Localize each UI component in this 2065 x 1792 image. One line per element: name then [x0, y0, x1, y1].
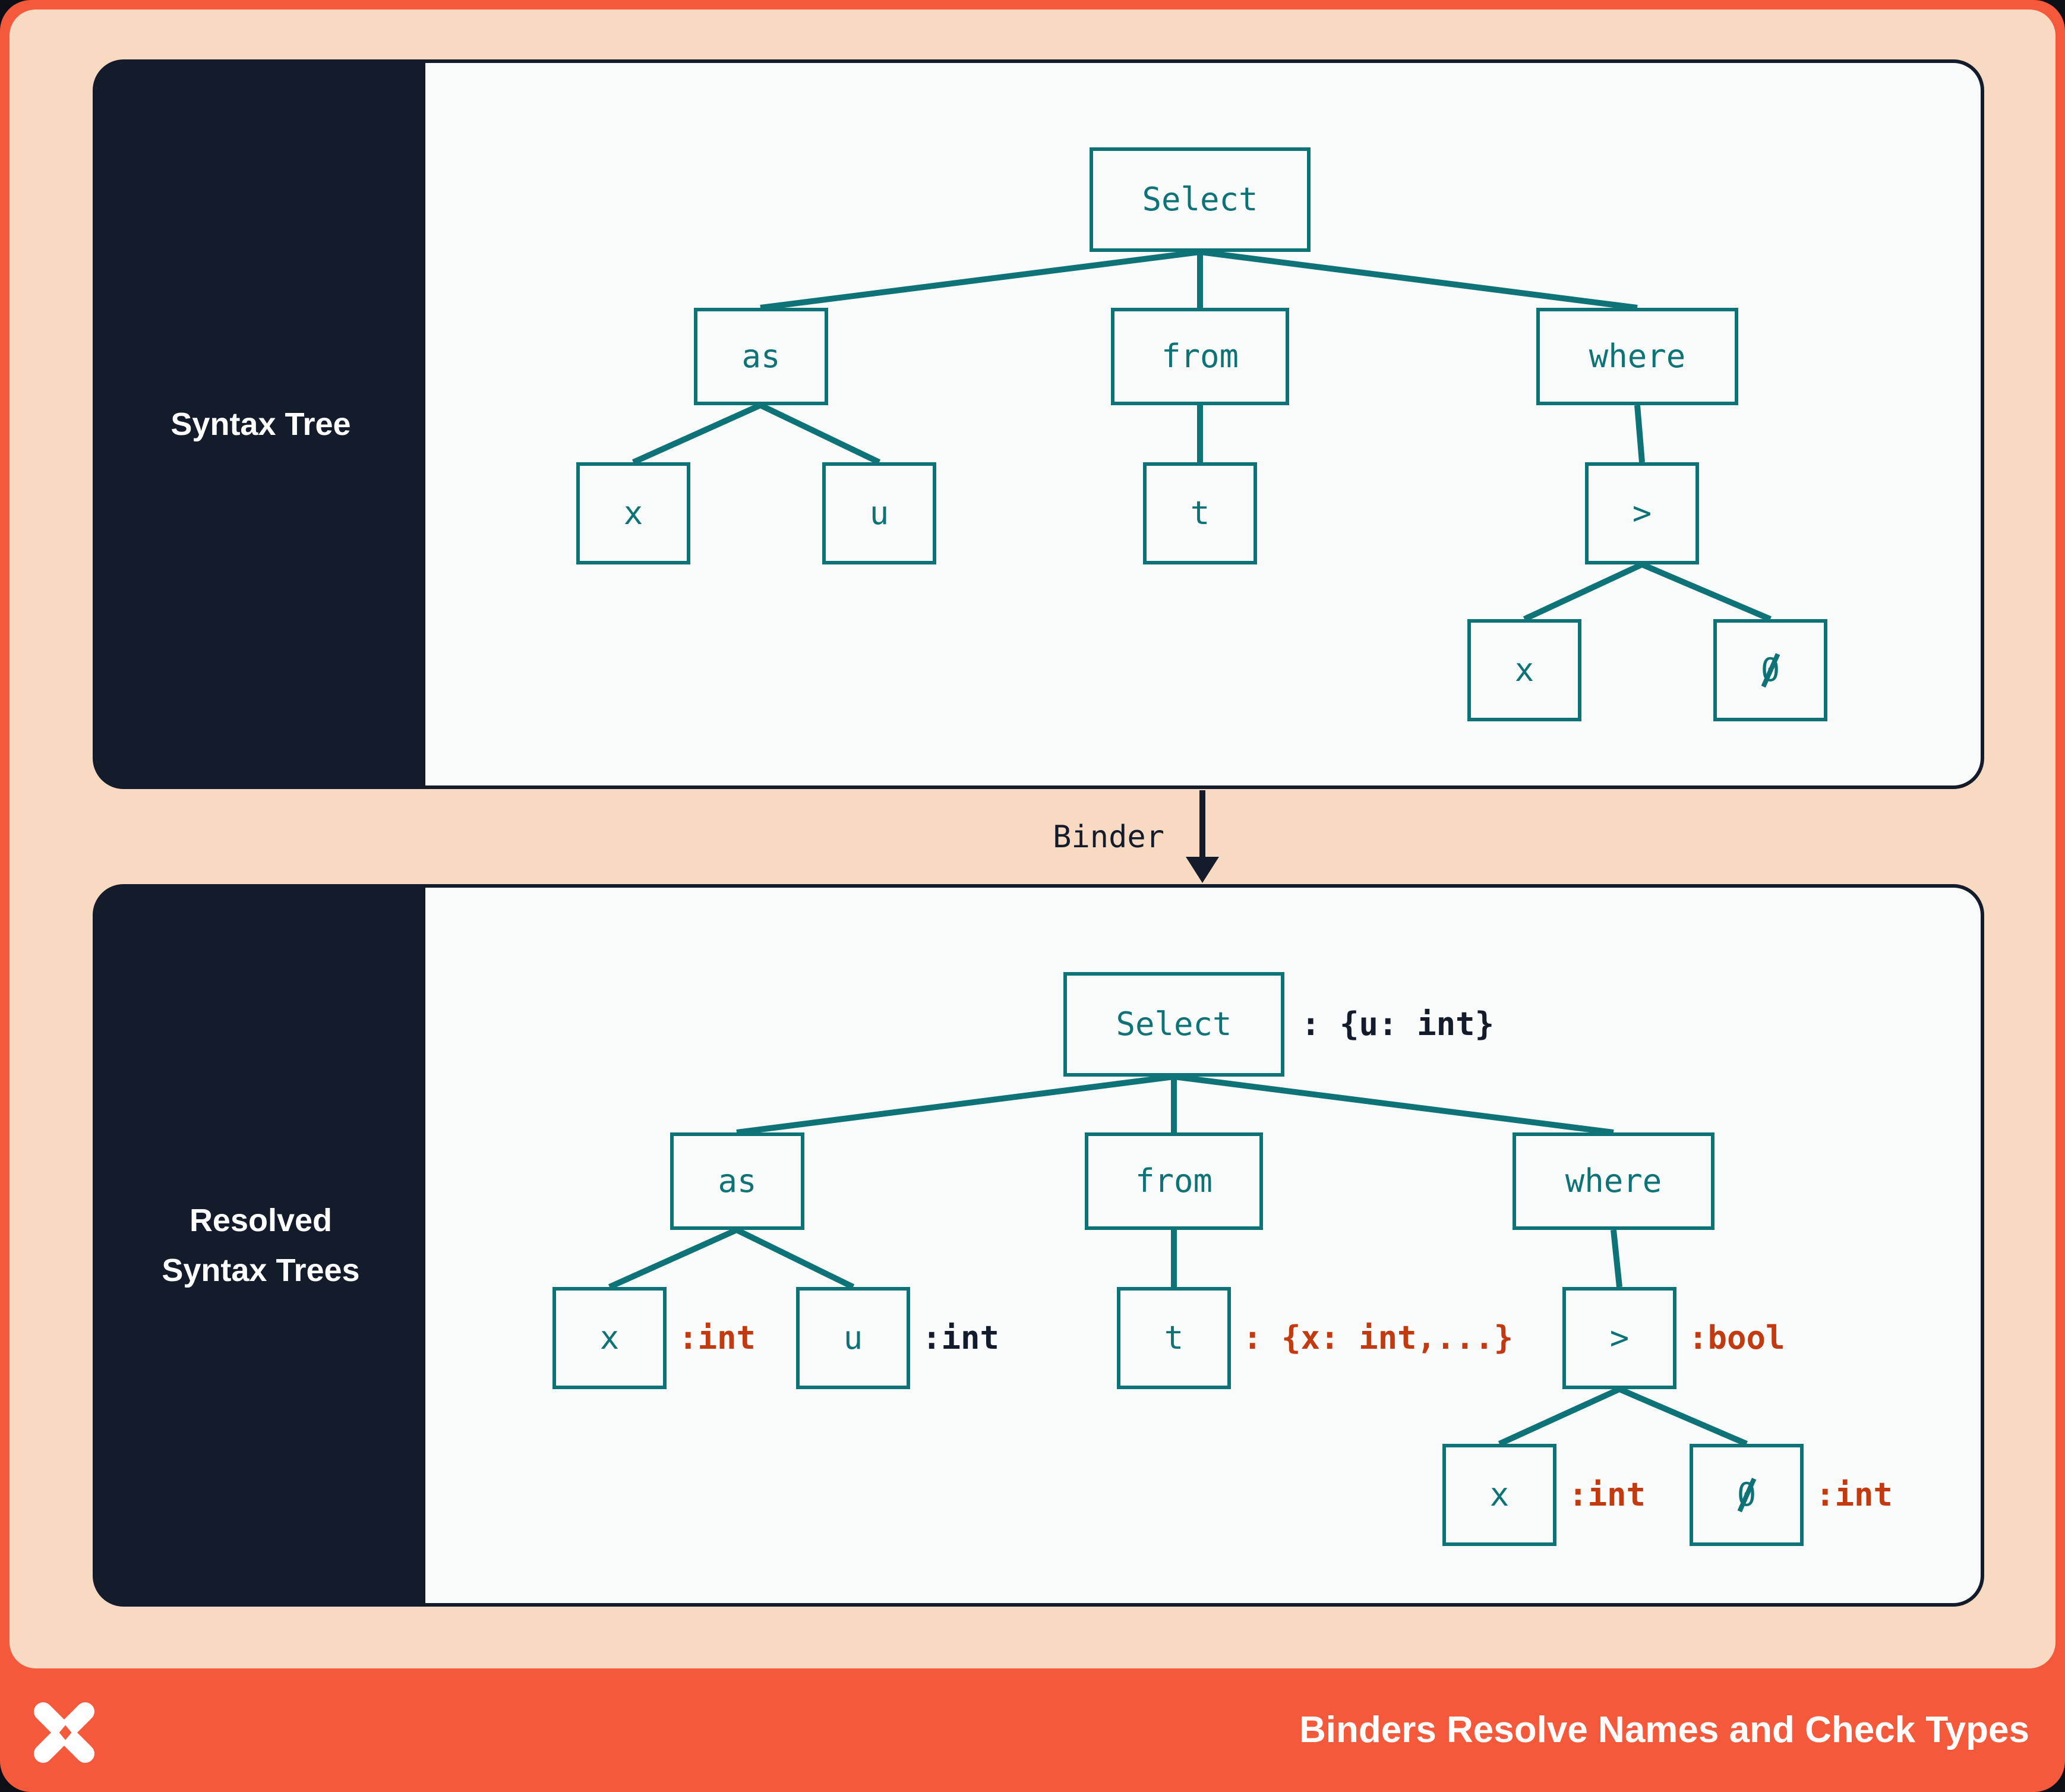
tree-node-from-label: from — [1161, 338, 1239, 375]
tree-node-as: as — [694, 308, 828, 405]
tree-node-t: t — [1143, 462, 1257, 564]
tree-node-zero: 0 — [1713, 619, 1827, 721]
tree-node-u-label: u — [869, 495, 889, 532]
resolved-node-where: where — [1513, 1132, 1714, 1230]
resolved-node-t-label: t — [1164, 1320, 1184, 1356]
resolved-u-type-annotation: :int — [922, 1320, 1000, 1356]
resolved-panel-label-line1: Resolved — [189, 1203, 333, 1238]
resolved-syntax-trees-panel: Resolved Syntax Trees — [93, 884, 1984, 1607]
resolved-node-x-label: x — [599, 1320, 620, 1356]
resolved-node-select-label: Select — [1116, 1006, 1232, 1043]
syntax-tree-panel: Syntax Tree — [93, 59, 1984, 789]
resolved-panel-label-line2: Syntax Trees — [162, 1252, 360, 1288]
resolved-syntax-trees-sidebar: Resolved Syntax Trees — [96, 888, 425, 1603]
resolved-node-as-label: as — [718, 1163, 757, 1200]
resolved-gt-type-annotation: :bool — [1688, 1320, 1785, 1356]
tree-node-x-under-as: x — [576, 462, 690, 564]
resolved-t-type-annotation: : {x: int,...} — [1243, 1320, 1514, 1356]
brand-x-logo-icon — [34, 1702, 94, 1763]
syntax-tree-sidebar: Syntax Tree — [96, 63, 425, 785]
resolved-node-x-under-as: x — [552, 1287, 667, 1389]
footer-bar: Binders Resolve Names and Check Types — [0, 1668, 2065, 1792]
tree-node-u: u — [822, 462, 936, 564]
resolved-node-t: t — [1117, 1287, 1231, 1389]
footer-title: Binders Resolve Names and Check Types — [1299, 1709, 2029, 1750]
tree-node-select-label: Select — [1142, 181, 1258, 218]
tree-node-from: from — [1111, 308, 1289, 405]
tree-node-x-label: x — [623, 495, 643, 532]
resolved-node-greater-than-label: > — [1609, 1320, 1630, 1356]
resolved-node-as: as — [670, 1132, 804, 1230]
resolved-node-zero: 0 — [1690, 1444, 1804, 1546]
tree-node-as-label: as — [741, 338, 781, 375]
resolved-node-from-label: from — [1135, 1163, 1213, 1200]
resolved-node-u-label: u — [843, 1320, 863, 1356]
tree-node-greater-than-label: > — [1632, 495, 1652, 532]
tree-node-where-label: where — [1589, 338, 1686, 375]
resolved-node-x-under-gt: x — [1442, 1444, 1556, 1546]
resolved-x-type-annotation: :int — [678, 1320, 756, 1356]
resolved-node-x-label: x — [1489, 1476, 1510, 1513]
tree-node-select: Select — [1090, 147, 1311, 252]
binder-arrow-icon — [1186, 790, 1219, 883]
resolved-node-greater-than: > — [1562, 1287, 1676, 1389]
resolved-node-u: u — [796, 1287, 910, 1389]
syntax-tree-panel-label: Syntax Tree — [170, 406, 351, 442]
tree-node-where: where — [1536, 308, 1738, 405]
resolved-zero-type-annotation: :int — [1815, 1476, 1893, 1513]
tree-node-t-label: t — [1190, 495, 1210, 532]
resolved-x2-type-annotation: :int — [1568, 1476, 1646, 1513]
tree-node-x-label: x — [1514, 652, 1534, 689]
resolved-node-from: from — [1085, 1132, 1263, 1230]
tree-node-x-under-gt: x — [1467, 619, 1581, 721]
resolved-select-type-annotation: : {u: int} — [1301, 1006, 1495, 1043]
tree-node-greater-than: > — [1585, 462, 1699, 564]
resolved-node-where-label: where — [1565, 1163, 1662, 1200]
binder-label: Binder — [1053, 820, 1164, 856]
resolved-node-select: Select — [1063, 972, 1284, 1077]
